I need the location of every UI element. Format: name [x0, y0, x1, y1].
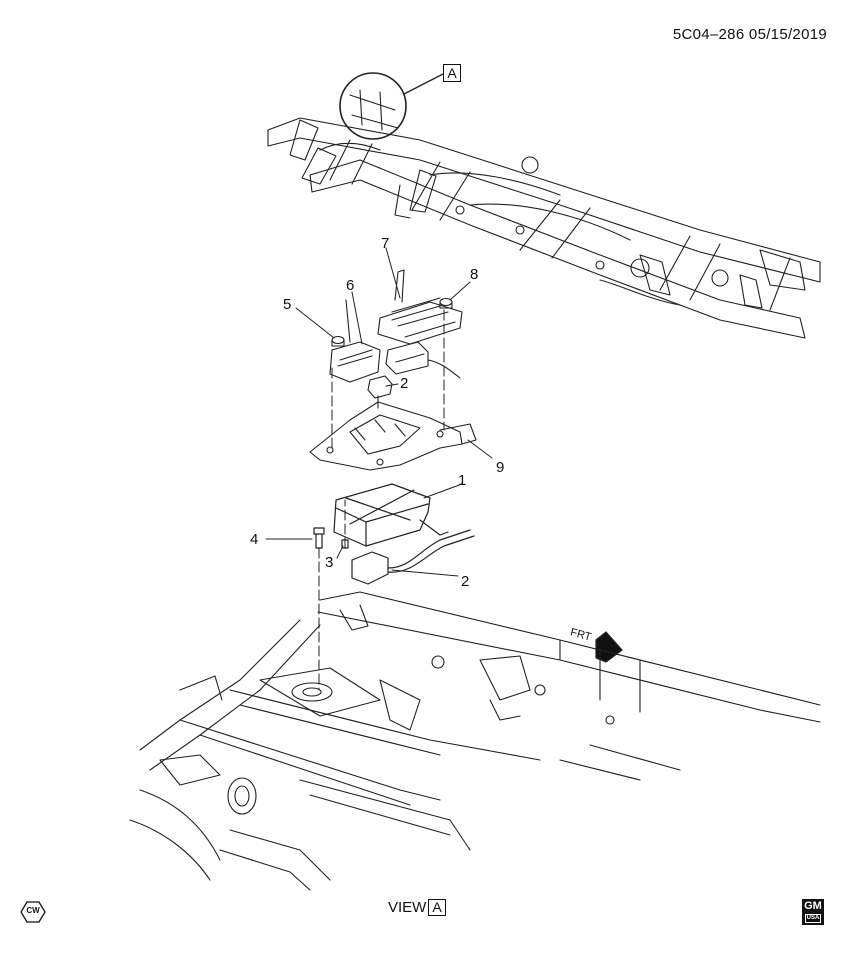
callout-6: 6: [346, 277, 355, 294]
assembly-lines: [318, 309, 445, 691]
gm-logo-sub: USA: [805, 914, 821, 923]
hexagon-icon: [20, 901, 46, 923]
callout-4: 4: [250, 531, 259, 548]
nut-8: [439, 297, 453, 309]
callout-7: 7: [381, 235, 390, 252]
view-a-marker: A: [443, 64, 461, 82]
callout-8: 8: [470, 266, 479, 283]
callout-5: 5: [283, 296, 292, 313]
front-direction-arrow: [595, 631, 623, 663]
callout-2-upper: 2: [400, 375, 409, 392]
view-label-letter: A: [428, 899, 446, 916]
diagram-code-date: 5C04–286 05/15/2019: [672, 26, 827, 43]
callout-9: 9: [496, 459, 505, 476]
component-6-module: [329, 299, 381, 383]
callout-leaders: [265, 247, 493, 577]
callout-1: 1: [458, 472, 467, 489]
gm-logo: GM USA: [802, 899, 824, 925]
mounting-bracket-9: [309, 401, 477, 471]
callout-3: 3: [325, 554, 334, 571]
component-2-small-connector: [367, 375, 393, 409]
component-7-module: [377, 269, 463, 345]
cw-badge: CW: [20, 901, 46, 923]
nut-5: [331, 335, 345, 347]
component-2-connector-lower: [351, 529, 475, 585]
cw-badge-text: CW: [26, 906, 40, 915]
gm-logo-text: GM: [804, 900, 822, 912]
view-label: VIEW A: [388, 899, 446, 916]
component-2-connector-upper: [385, 341, 461, 379]
control-module-1: [333, 483, 449, 547]
stud-3: [341, 539, 349, 549]
vehicle-frame-overview: [267, 72, 821, 339]
frame-closeup-view-a: [129, 591, 821, 891]
bolt-4: [313, 527, 325, 549]
callout-2-lower: 2: [461, 573, 470, 590]
view-label-text: VIEW: [388, 899, 427, 916]
